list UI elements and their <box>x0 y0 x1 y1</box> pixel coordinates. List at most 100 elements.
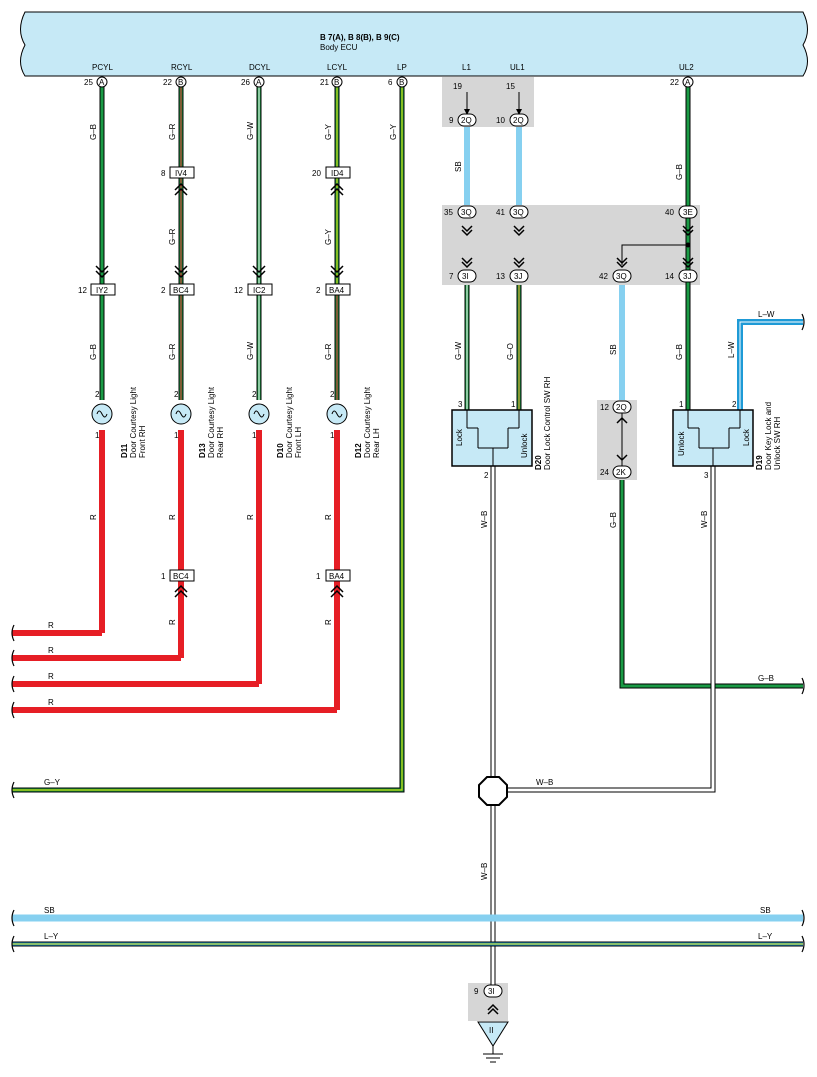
body-ecu-block <box>20 11 808 77</box>
svg-text:R: R <box>324 514 333 520</box>
svg-text:3Q: 3Q <box>461 208 472 217</box>
edge-brackets-right <box>801 313 805 953</box>
svg-text:Rear LH: Rear LH <box>372 428 381 458</box>
svg-text:13: 13 <box>496 272 505 281</box>
svg-text:2Q: 2Q <box>513 116 524 125</box>
conn-3q-row: 3Q 35 3Q 41 3E 40 3I 7 3J 13 3Q 42 3J 14 <box>444 205 698 283</box>
svg-text:1: 1 <box>161 572 166 581</box>
lamp-d12-icon: 2 1 <box>326 390 348 440</box>
svg-text:IV4: IV4 <box>175 169 188 178</box>
switch-d20: Lock Unlock 3 1 2 D20 Door Lock Control … <box>451 376 552 480</box>
svg-text:R: R <box>246 514 255 520</box>
svg-text:2Q: 2Q <box>461 116 472 125</box>
svg-text:G–W: G–W <box>246 121 255 140</box>
svg-text:3J: 3J <box>514 272 522 281</box>
ecu-pins: A 25 B 22 A 26 B 21 B 6 A 22 19 15 <box>84 76 694 115</box>
svg-text:G–Y: G–Y <box>324 228 333 245</box>
svg-text:Door Courtesy Light: Door Courtesy Light <box>207 386 216 458</box>
term-l1: L1 <box>462 63 471 72</box>
svg-text:Unlock SW RH: Unlock SW RH <box>773 416 782 470</box>
wire-lcyl <box>12 82 340 713</box>
conn-2q-2k: 2Q 12 2K 24 <box>600 400 632 479</box>
svg-text:7: 7 <box>449 272 454 281</box>
term-pcyl: PCYL <box>92 63 113 72</box>
ecu-subtitle: Body ECU <box>320 43 358 52</box>
svg-text:R: R <box>48 646 54 655</box>
svg-text:3: 3 <box>704 471 709 480</box>
svg-text:G–W: G–W <box>454 341 463 360</box>
lamps: 2 1 2 1 2 1 2 1 <box>91 390 348 440</box>
svg-text:42: 42 <box>599 272 608 281</box>
svg-text:R: R <box>168 514 177 520</box>
term-rcyl: RCYL <box>171 63 193 72</box>
svg-text:3I: 3I <box>462 272 469 281</box>
svg-text:40: 40 <box>665 208 674 217</box>
svg-text:BC4: BC4 <box>173 286 189 295</box>
svg-text:9: 9 <box>474 987 479 996</box>
svg-text:Unlock: Unlock <box>520 433 529 458</box>
svg-text:D11: D11 <box>120 443 129 458</box>
svg-text:3E: 3E <box>683 208 693 217</box>
svg-text:2: 2 <box>95 390 100 399</box>
svg-text:BA4: BA4 <box>329 286 345 295</box>
svg-text:15: 15 <box>506 82 515 91</box>
svg-text:W–B: W–B <box>480 511 489 528</box>
lamp-d10-icon: 2 1 <box>248 390 270 440</box>
svg-text:W–B: W–B <box>536 778 553 787</box>
svg-text:G–Y: G–Y <box>324 123 333 140</box>
svg-text:B: B <box>334 78 339 87</box>
wire-rcyl <box>12 82 184 661</box>
svg-text:2: 2 <box>161 286 166 295</box>
wire-sb-42 <box>619 285 803 689</box>
svg-text:Rear RH: Rear RH <box>216 427 225 458</box>
svg-text:1: 1 <box>316 572 321 581</box>
svg-text:D10: D10 <box>276 443 285 458</box>
edge-brackets-left <box>11 624 15 953</box>
switch-d19: Unlock Lock 1 2 3 D19 Door Key Lock and … <box>672 400 782 480</box>
svg-text:G–B: G–B <box>89 344 98 360</box>
lamp-labels: D11 Door Courtesy Light Front RH D13 Doo… <box>120 386 381 458</box>
svg-text:2Q: 2Q <box>616 403 627 412</box>
svg-text:12: 12 <box>600 403 609 412</box>
svg-text:ID4: ID4 <box>331 169 344 178</box>
lamp-d11-icon: 2 1 <box>91 390 113 440</box>
svg-text:10: 10 <box>496 116 505 125</box>
svg-text:II: II <box>489 1026 493 1035</box>
svg-text:L–Y: L–Y <box>44 932 59 941</box>
svg-text:D13: D13 <box>198 443 207 458</box>
svg-text:Lock: Lock <box>742 428 751 446</box>
term-lp: LP <box>397 63 407 72</box>
conn-2q-top: 2Q 9 2Q 10 <box>449 113 529 127</box>
svg-text:2: 2 <box>484 471 489 480</box>
svg-text:G–Y: G–Y <box>389 123 398 140</box>
svg-text:1: 1 <box>252 431 257 440</box>
svg-text:12: 12 <box>234 286 243 295</box>
svg-text:2: 2 <box>174 390 179 399</box>
term-dcyl: DCYL <box>249 63 271 72</box>
svg-text:3J: 3J <box>683 272 691 281</box>
svg-text:24: 24 <box>600 468 609 477</box>
svg-text:1: 1 <box>174 431 179 440</box>
wire-lw <box>737 319 803 410</box>
svg-text:R: R <box>168 619 177 625</box>
svg-text:IY2: IY2 <box>96 286 109 295</box>
svg-text:2: 2 <box>316 286 321 295</box>
svg-text:G–R: G–R <box>168 123 177 140</box>
svg-text:G–R: G–R <box>168 228 177 245</box>
ground-icon: 3I 9 II <box>474 984 509 1063</box>
svg-text:1: 1 <box>679 400 684 409</box>
svg-text:19: 19 <box>453 82 462 91</box>
svg-text:BC4: BC4 <box>173 572 189 581</box>
svg-text:G–B: G–B <box>609 512 618 528</box>
wire-pcyl <box>12 82 105 636</box>
lamp-d13-icon: 2 1 <box>170 390 192 440</box>
svg-text:22: 22 <box>670 78 679 87</box>
svg-text:G–B: G–B <box>675 344 684 360</box>
svg-text:G–B: G–B <box>675 164 684 180</box>
svg-text:BA4: BA4 <box>329 572 345 581</box>
inline-connectors: IY2 12 IV4 8 BC4 2 BC4 1 IC2 12 ID4 20 B… <box>78 166 351 598</box>
svg-text:2: 2 <box>732 400 737 409</box>
svg-text:L–Y: L–Y <box>758 932 773 941</box>
